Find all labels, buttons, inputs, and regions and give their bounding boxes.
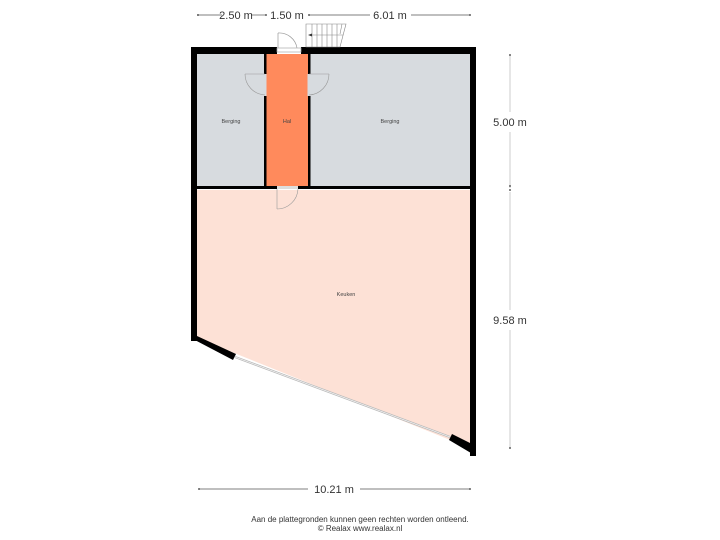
- walls: [191, 47, 476, 456]
- label-berging-right: Berging: [381, 119, 400, 125]
- door-hal-keuken: [276, 186, 299, 210]
- dimension-top-1: 2.50 m: [219, 10, 253, 22]
- room-berging-right: [309, 54, 470, 188]
- disclaimer-text: Aan de plattegronden kunnen geen rechten…: [251, 515, 469, 524]
- label-berging-left: Berging: [222, 119, 241, 125]
- top-dimension-line: 2.50 m 1.50 m 6.01 m: [197, 10, 471, 22]
- label-keuken: Keuken: [337, 292, 356, 298]
- dimension-top-2: 1.50 m: [270, 10, 304, 22]
- room-hal: [266, 54, 309, 188]
- entry-door: [276, 32, 302, 53]
- bottom-dimension-line: 10.21 m: [198, 484, 471, 496]
- door-hal-berging-right: [307, 73, 330, 96]
- dimension-top-3: 6.01 m: [373, 10, 407, 22]
- dimension-right-2: 9.58 m: [493, 315, 527, 327]
- dimension-right-1: 5.00 m: [493, 117, 527, 129]
- right-dimension-line: 5.00 m 9.58 m: [493, 54, 527, 449]
- room-berging-left: [197, 54, 266, 188]
- label-hal: Hal: [283, 119, 291, 125]
- room-keuken: [197, 190, 470, 448]
- dimension-bottom: 10.21 m: [314, 484, 354, 496]
- copyright-text: © Realax www.realax.nl: [317, 524, 403, 533]
- door-hal-berging-left: [244, 73, 267, 96]
- stairs: [305, 23, 347, 48]
